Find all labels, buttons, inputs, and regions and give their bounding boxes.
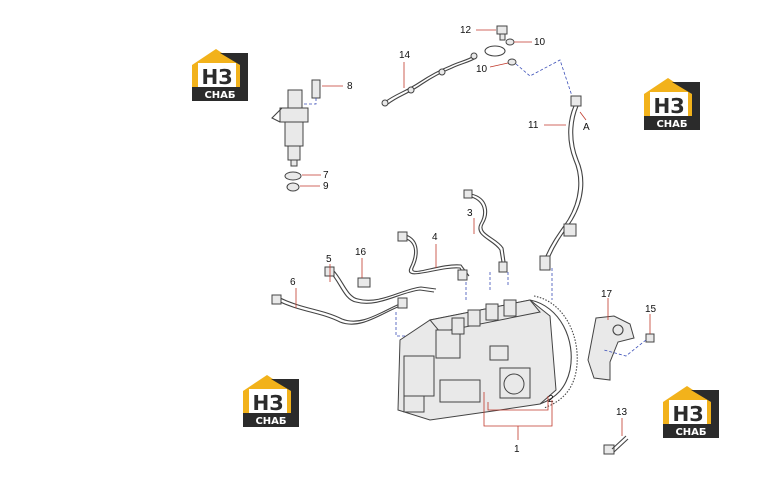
logo-mark: НЗ [673,402,704,426]
banjo-fitting [484,25,517,66]
logo-mark: НЗ [654,94,685,118]
leader-10-bottom [489,62,509,68]
callout-3: 3 [467,208,473,219]
injection-pipe-3 [463,189,508,273]
callout-7: 7 [323,170,329,181]
logo-mark: НЗ [253,391,284,415]
callout-1: 1 [514,444,520,455]
callout-17: 17 [601,289,613,300]
brand-logo: НЗ СНАБ [663,386,719,438]
brand-logo: НЗ СНАБ [243,375,299,427]
callout-9: 9 [323,181,329,192]
brand-logo: НЗ СНАБ [644,78,700,130]
logo-caption: СНАБ [204,90,235,101]
callout-15: 15 [645,304,657,315]
mounting-bracket [587,315,635,381]
logo-caption: СНАБ [255,416,286,427]
pipe-clamp [357,258,371,288]
logo-caption: СНАБ [675,427,706,438]
callout-5: 5 [326,254,332,265]
callout-8: 8 [347,81,353,92]
callout-10-top: 10 [534,37,546,48]
banjo-bolt [603,435,629,455]
injection-pipe-6 [271,294,408,325]
leader-A [579,111,587,121]
callout-12: 12 [460,25,472,36]
callout-16: 16 [355,247,367,258]
injector [271,79,321,192]
logo-mark: НЗ [202,65,233,89]
callout-A: A [583,122,590,133]
callout-2: 2 [548,394,554,405]
callout-11: 11 [528,120,539,131]
callout-14: 14 [399,50,411,61]
link-to-A [515,59,573,97]
leader-2 [487,396,549,411]
injection-pipe-5 [324,266,437,304]
logo-caption: СНАБ [656,119,687,130]
fuel-pipe-11 [539,95,584,271]
callout-4: 4 [432,232,438,243]
callout-13: 13 [616,407,628,418]
callout-6: 6 [290,277,296,288]
leader-1 [483,392,553,440]
callout-10-bottom: 10 [476,64,488,75]
brand-logo: НЗ СНАБ [192,49,248,101]
injection-pipe-4 [397,231,470,281]
fuel-return-line [381,52,478,107]
